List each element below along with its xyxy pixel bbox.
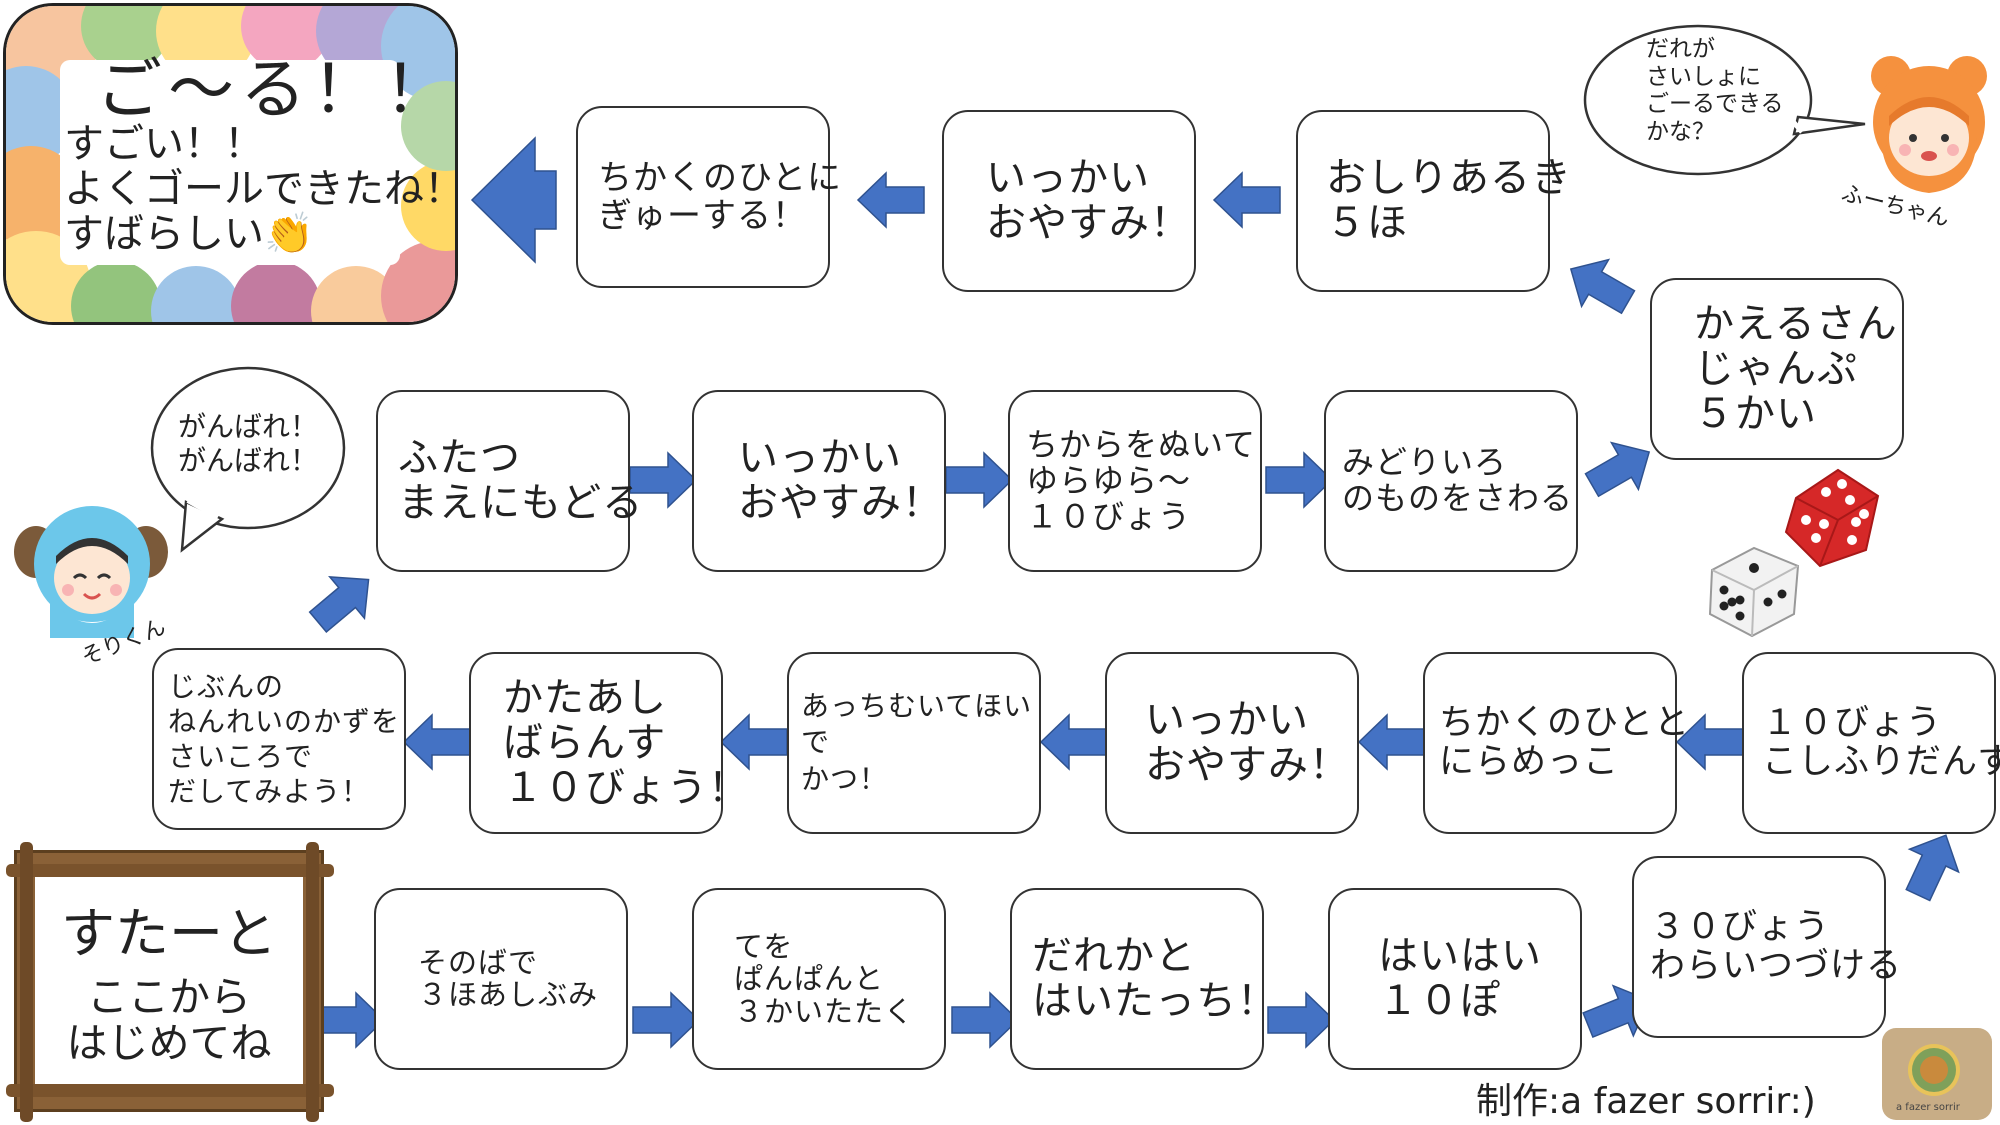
board-square: いっかい おやすみ！ <box>1105 652 1359 834</box>
white-dice-icon <box>1708 546 1800 638</box>
start-title: すたーと <box>61 902 277 965</box>
credit-text: 制作:a fazer sorrir:) <box>1476 1081 1816 1122</box>
start-sign: すたーと ここから はじめてね <box>14 850 324 1112</box>
speech-bubble-top-text: だれが さいしょに ごーるできる かな？ <box>1646 36 1784 145</box>
goal-title: ご～る！！ <box>96 51 456 128</box>
board-square: だれかと はいたっち！ <box>1010 888 1277 1070</box>
speech-bubble-top <box>1583 24 1866 176</box>
board-square: ちかくのひとに ぎゅーする！ <box>576 106 841 288</box>
board-square: はいはい １０ぽ <box>1328 888 1582 1070</box>
board-square: みどりいろ のものをさわる <box>1324 390 1578 572</box>
red-dice-icon <box>1784 468 1880 568</box>
goal-panel: ご～る！！ すごい！！ よくゴールできたね！ すばらしい👏 <box>3 3 458 325</box>
board-square: おしりあるき ５ほ <box>1296 110 1571 292</box>
girl-character-icon <box>1871 56 1987 193</box>
board-square: あっちむいてほい で かつ！ <box>787 652 1041 834</box>
board-square: いっかい おやすみ！ <box>692 390 946 572</box>
board-square: ちからをぬいて ゆらゆら～ １０びょう <box>1008 390 1262 572</box>
board-square: ふたつ まえにもどる <box>376 390 642 572</box>
board-square: そのばで ３ほあしぶみ <box>374 888 628 1070</box>
speech-bubble-left-text: がんばれ！ がんばれ！ <box>178 410 319 477</box>
boy-character-icon <box>14 506 168 638</box>
start-subtitle: ここから はじめてね <box>66 973 272 1067</box>
board-square: じぶんの ねんれいのかずを さいころで だしてみよう！ <box>152 648 406 830</box>
board-square: １０びょう こしふりだんす <box>1742 652 2000 834</box>
board-square: てを ぱんぱんと ３かいたたく <box>692 888 946 1070</box>
board-square: いっかい おやすみ！ <box>942 110 1196 292</box>
logo-text: a fazer sorrir <box>1896 1102 1960 1113</box>
logo: a fazer sorrir <box>1882 1028 1992 1120</box>
board-square: かえるさん じゃんぷ ５かい <box>1650 278 1904 460</box>
arrow-to-goal <box>470 136 557 264</box>
speech-bubble-left <box>150 366 346 553</box>
board-square: ３０びょう わらいつづける <box>1632 856 1901 1038</box>
board-square: ちかくのひとと にらめっこ <box>1423 652 1689 834</box>
goal-message: すごい！！ よくゴールできたね！ すばらしい👏 <box>64 121 458 258</box>
board-square: かたあし ばらんす １０びょう！ <box>469 652 748 834</box>
